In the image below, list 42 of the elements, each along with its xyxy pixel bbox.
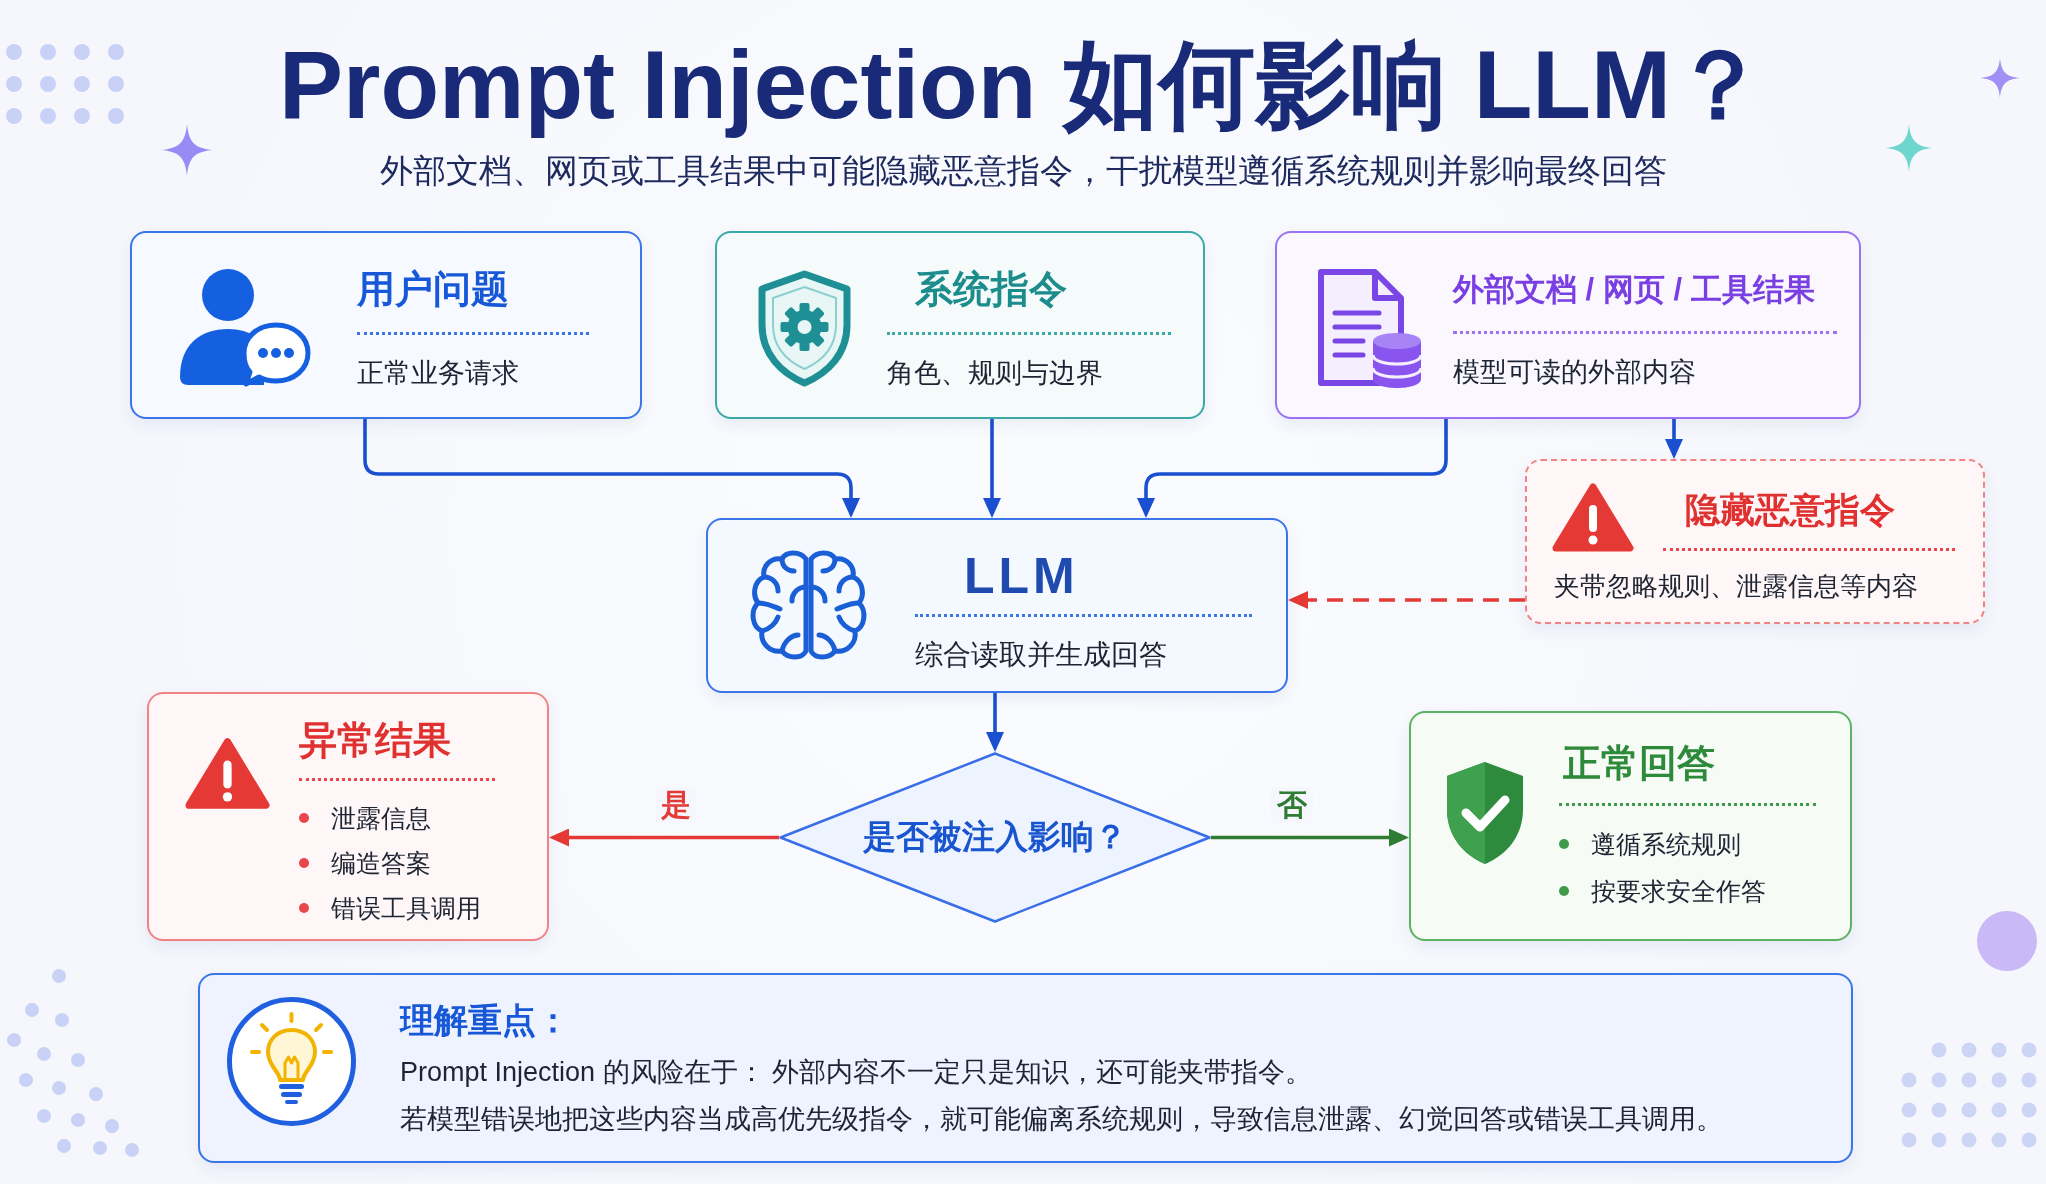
card-title: 异常结果 xyxy=(299,718,451,763)
note-card xyxy=(198,973,1853,1163)
card-description: 综合读取并生成回答 xyxy=(915,638,1167,672)
list-item-text: 错误工具调用 xyxy=(331,892,481,924)
list-item-text: 编造答案 xyxy=(331,847,431,879)
model-box xyxy=(706,518,1288,693)
title: Prompt Injection 如何影响 LLM？ xyxy=(279,30,1767,140)
input-card xyxy=(1275,231,1861,419)
subtitle: 外部文档、网页或工具结果中可能隐藏恶意指令，干扰模型遵循系统规则并影响最终回答 xyxy=(379,151,1667,191)
card-description: 夹带忽略规则、泄露信息等内容 xyxy=(1554,570,1918,603)
result-card xyxy=(147,692,549,941)
arrow xyxy=(363,419,860,518)
card-description: 模型可读的外部内容 xyxy=(1453,356,1696,390)
arrow xyxy=(1211,828,1409,847)
card-title: 正常回答 xyxy=(1563,741,1715,786)
card-title: 用户问题 xyxy=(357,267,509,312)
list-item-text: 按要求安全作答 xyxy=(1591,875,1766,907)
card-description: 若模型错误地把这些内容当成高优先级指令，就可能偏离系统规则，导致信息泄露、幻觉回答或错误工具调用。 xyxy=(400,1102,1723,1136)
dashed-arrow xyxy=(1288,591,1525,609)
arrow xyxy=(549,828,779,847)
card-title: 系统指令 xyxy=(915,267,1067,312)
result-card xyxy=(1409,711,1852,941)
arrow xyxy=(983,419,1001,518)
input-card xyxy=(715,231,1205,419)
warning-card xyxy=(1525,459,1985,624)
card-title: 隐藏恶意指令 xyxy=(1685,489,1895,531)
list-item-text: 遵循系统规则 xyxy=(1591,828,1741,860)
decision-diamond xyxy=(779,752,1211,923)
card-title: LLM xyxy=(964,547,1079,606)
card-title: 理解重点： xyxy=(400,1000,570,1041)
edge-label: 否 xyxy=(1271,787,1313,823)
card-description: 角色、规则与边界 xyxy=(887,356,1103,390)
arrow xyxy=(1137,419,1448,518)
list-item-text: 泄露信息 xyxy=(331,802,431,834)
decision-text: 是否被注入影响？ xyxy=(863,817,1127,857)
card-description: Prompt Injection 的风险在于： 外部内容不一定只是知识，还可能夹带指令。 xyxy=(400,1055,1313,1089)
arrow xyxy=(986,693,1004,752)
arrow xyxy=(1665,419,1683,459)
edge-label: 是 xyxy=(655,787,697,823)
input-card xyxy=(130,231,642,419)
card-description: 正常业务请求 xyxy=(357,356,519,390)
card-title: 外部文档 / 网页 / 工具结果 xyxy=(1453,271,1815,309)
